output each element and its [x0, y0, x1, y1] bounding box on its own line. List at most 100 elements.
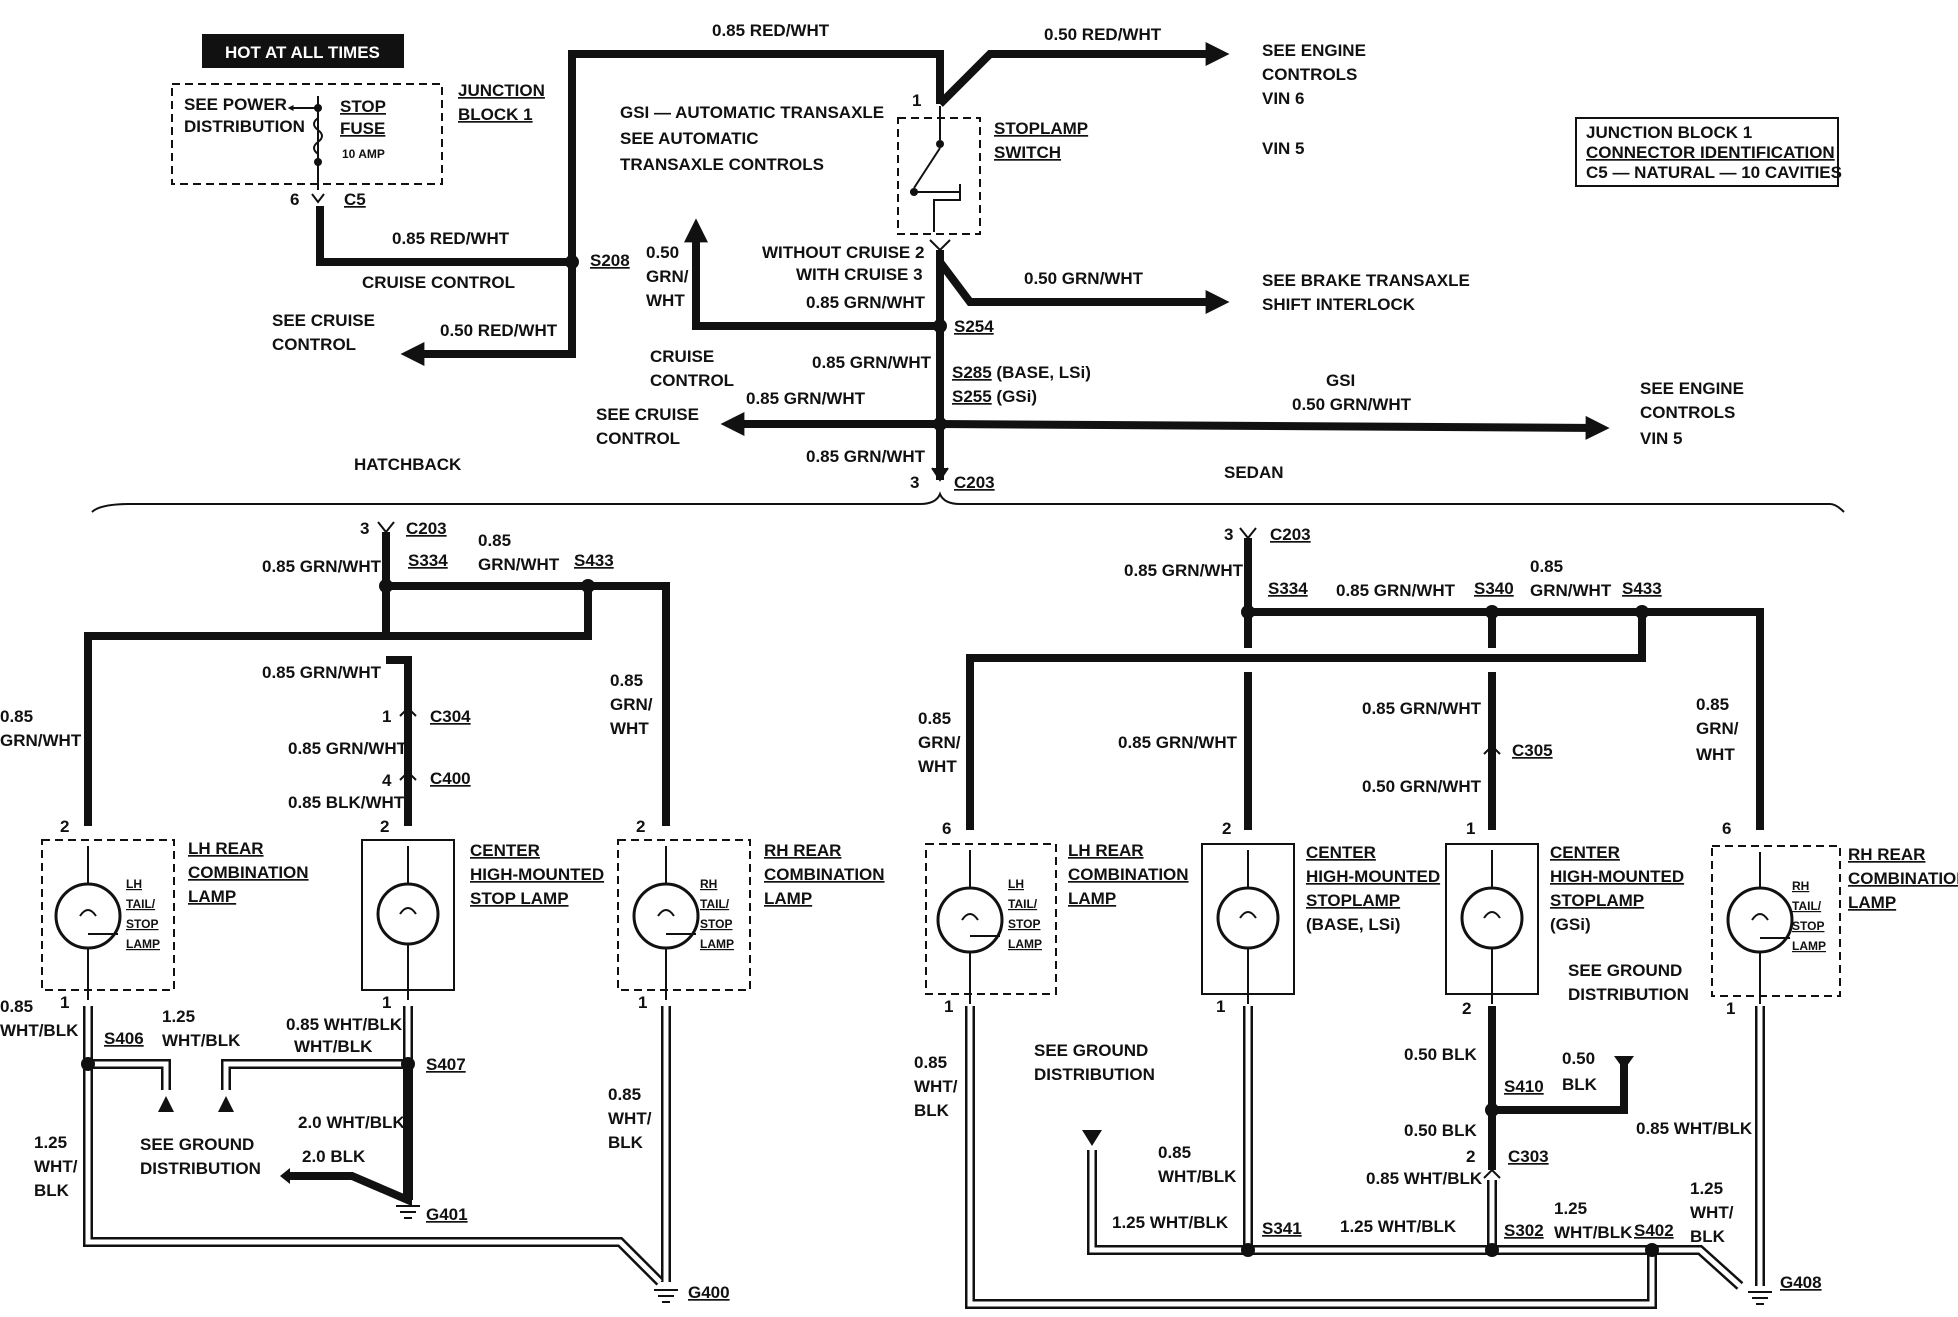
- see-cruise-control: CONTROL: [272, 335, 356, 354]
- see-cruise-control-b: SEE CRUISE: [596, 405, 699, 424]
- connector-id-text: JUNCTION BLOCK 1: [1586, 123, 1752, 142]
- s255-label: S255 (GSi): [952, 387, 1037, 406]
- lh-lamp-label: COMBINATION: [188, 863, 309, 882]
- lh-pin-bot: 1: [60, 993, 69, 1012]
- wire-g: BLK: [914, 1101, 950, 1120]
- center-lamp-label: STOP LAMP: [470, 889, 569, 908]
- s340-label: S340: [1474, 579, 1514, 598]
- lh-lamp-label: LAMP: [1068, 889, 1116, 908]
- center-lamp-label: HIGH-MOUNTED: [470, 865, 604, 884]
- right-wire: WHT: [610, 719, 649, 738]
- sedan-label: SEDAN: [1224, 463, 1284, 482]
- fuse-rating: 10 AMP: [342, 147, 385, 161]
- s433-label: S433: [1622, 579, 1662, 598]
- fuse-node: [314, 104, 322, 112]
- left-wire: GRN/WHT: [0, 731, 82, 750]
- wire-050-grn-wht: GRN/: [646, 267, 689, 286]
- cruise-control-2: CRUISE: [650, 347, 714, 366]
- wire-085-red-wht-mid: 0.85 RED/WHT: [392, 229, 510, 248]
- wire-red-wht-main: [316, 50, 944, 266]
- rh-inner: RH: [700, 877, 717, 891]
- wire-m: 0.85 WHT/BLK: [1636, 1119, 1753, 1138]
- rh-lamp-box: [617, 839, 751, 991]
- wire-050-grn-wht: WHT: [646, 291, 685, 310]
- left-wire: 0.85: [918, 709, 951, 728]
- sedan-feed: [1244, 538, 1764, 830]
- rh-bulb-icon: [632, 882, 700, 950]
- splice-s208: [565, 255, 579, 269]
- lh-inner: LAMP: [1008, 937, 1042, 951]
- c305-label: C305: [1512, 741, 1553, 760]
- wire-085-grn-wht-d: 0.85 GRN/WHT: [806, 447, 926, 466]
- wire-k: 2.0 WHT/BLK: [298, 1113, 405, 1132]
- wire-050-grn-wht: 0.50: [646, 243, 679, 262]
- s285-label: S285 (BASE, LSi): [952, 363, 1091, 382]
- c303-pin: 2: [1466, 1147, 1475, 1166]
- vin5-b: VIN 5: [1640, 429, 1683, 448]
- wire-c: 0.85 GRN/WHT: [262, 663, 382, 682]
- wire-i: BLK: [608, 1133, 644, 1152]
- splice-s407: [401, 1057, 415, 1071]
- lh-lamp-box: [41, 839, 175, 991]
- see-ground-distribution: SEE GROUND: [1568, 961, 1682, 980]
- see-ground-distribution: SEE GROUND: [140, 1135, 254, 1154]
- c304-pin: 1: [382, 707, 391, 726]
- hot-at-all-times-box: [202, 34, 404, 68]
- gsi-note: GSI — AUTOMATIC TRANSAXLE: [620, 103, 884, 122]
- center-lamp-gsi-label: HIGH-MOUNTED: [1550, 867, 1684, 886]
- g401-label: G401: [426, 1205, 468, 1224]
- rh-lamp-label: LAMP: [764, 889, 812, 908]
- c400-pin: 4: [382, 771, 392, 790]
- wire-k: WHT/BLK: [1158, 1167, 1237, 1186]
- c203-pin: 3: [910, 473, 919, 492]
- wire-d: 0.85 GRN/WHT: [288, 739, 408, 758]
- g408-ground-icon: [1748, 1291, 1772, 1305]
- ground-triangle-icon: [158, 1096, 174, 1112]
- g408-label: G408: [1780, 1273, 1822, 1292]
- rh-inner: LAMP: [1792, 939, 1826, 953]
- wire-l: 0.85 WHT/BLK: [1366, 1169, 1483, 1188]
- s334-label: S334: [1268, 579, 1308, 598]
- wire-l: 2.0 BLK: [302, 1147, 366, 1166]
- center-pin-top: 2: [380, 817, 389, 836]
- rh-lamp-box: [1711, 845, 1841, 997]
- lh-pin-top: 6: [942, 819, 951, 838]
- hatchback-label: HATCHBACK: [354, 455, 462, 474]
- center-lamp-base-label: HIGH-MOUNTED: [1306, 867, 1440, 886]
- right-wire: 0.85: [1696, 695, 1729, 714]
- without-cruise-label: WITHOUT CRUISE 2: [762, 243, 924, 262]
- rh-inner: STOP: [1792, 919, 1824, 933]
- wire-g: 0.85: [914, 1053, 947, 1072]
- splice-s302: [1485, 1243, 1499, 1257]
- sedan-section: 3 C203 0.85 GRN/WHT S334 0.85 GRN/WHT S3…: [914, 525, 1958, 1309]
- s254-label: S254: [954, 317, 994, 336]
- wire-red-wht-engine: [937, 42, 1230, 107]
- lh-inner: TAIL/: [126, 897, 156, 911]
- center-lamp-base-label: CENTER: [1306, 843, 1376, 862]
- c1-pin-bot: 1: [1216, 997, 1225, 1016]
- hatch-left-branch: [84, 586, 390, 826]
- rh-pin-bot: 1: [638, 993, 647, 1012]
- rh-lamp-label: COMBINATION: [764, 865, 885, 884]
- see-ground-distribution: SEE GROUND: [1034, 1041, 1148, 1060]
- wire-j: 1.25: [34, 1133, 67, 1152]
- junction-block-label: BLOCK 1: [458, 105, 533, 124]
- wire-085-grn-wht-b: 0.85 GRN/WHT: [812, 353, 932, 372]
- hatch-feed: [382, 532, 670, 826]
- c303-label: C303: [1508, 1147, 1549, 1166]
- see-power-distribution-label: DISTRIBUTION: [184, 117, 305, 136]
- lh-lamp-box: [925, 843, 1057, 995]
- rh-lamp-label: RH REAR: [1848, 845, 1925, 864]
- lh-lamp-label: LAMP: [188, 887, 236, 906]
- center-lamp-label: CENTER: [470, 841, 540, 860]
- hatch-433-drop: [386, 586, 592, 640]
- lh-inner: STOP: [126, 917, 158, 931]
- c2-pin-bot: 2: [1462, 999, 1471, 1018]
- wire-050-grn-wht-gsi: 0.50 GRN/WHT: [1292, 395, 1412, 414]
- wire-h: WHT/BLK: [294, 1037, 373, 1056]
- connector-id-box: [1575, 117, 1839, 187]
- see-cruise-control-b: CONTROL: [596, 429, 680, 448]
- left-wire: GRN/: [918, 733, 961, 752]
- center-lamp-gsi-label: CENTER: [1550, 843, 1620, 862]
- lh-inner: STOP: [1008, 917, 1040, 931]
